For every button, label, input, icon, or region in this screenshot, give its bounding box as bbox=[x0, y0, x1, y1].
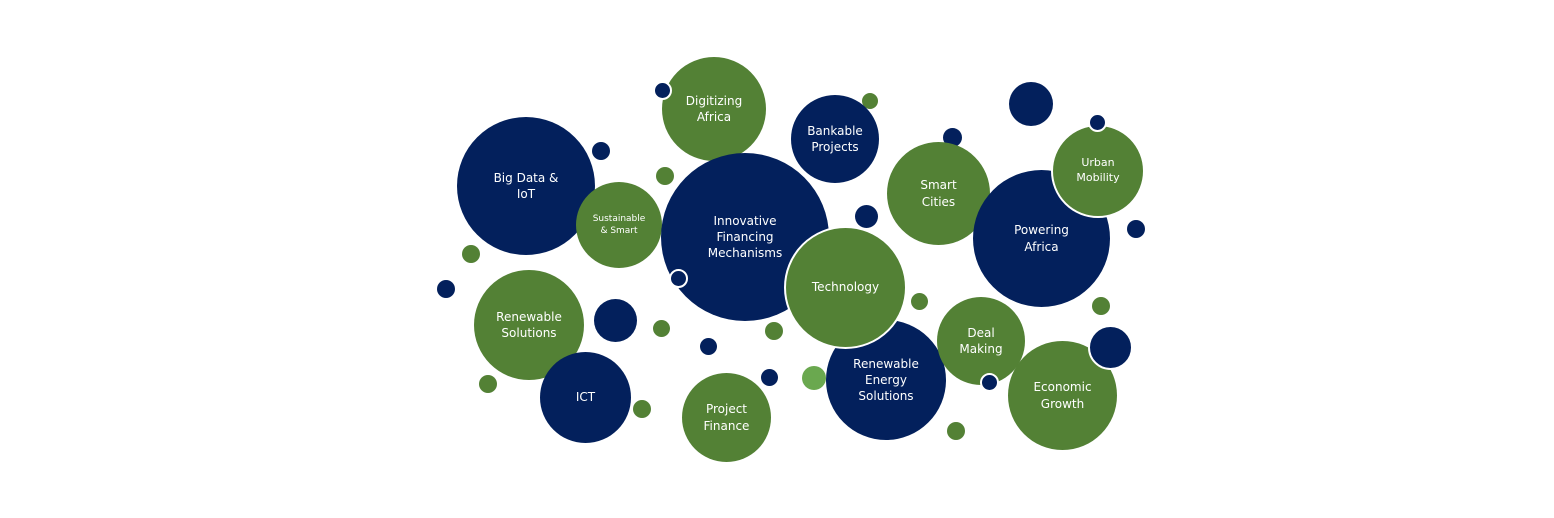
decorative-dot bbox=[765, 322, 783, 340]
decorative-dot bbox=[1088, 113, 1107, 132]
decorative-dot bbox=[479, 375, 497, 393]
decorative-dot bbox=[947, 422, 965, 440]
topic-bubble-technology: Technology bbox=[784, 226, 907, 349]
decorative-dot bbox=[911, 293, 928, 310]
topic-label: Digitizing Africa bbox=[685, 93, 743, 124]
topic-bubble-ict: ICT bbox=[540, 352, 631, 443]
decorative-dot bbox=[1127, 220, 1145, 238]
topic-bubble-urban-mobility: Urban Mobility bbox=[1051, 124, 1145, 218]
topic-bubble-big-data-iot: Big Data & IoT bbox=[457, 117, 595, 255]
topic-bubble-sustainable-smart: Sustainable & Smart bbox=[576, 182, 662, 268]
decorative-dot bbox=[462, 245, 480, 263]
topic-label: Urban Mobility bbox=[1076, 156, 1120, 184]
topic-label: ICT bbox=[575, 390, 596, 405]
decorative-dot bbox=[700, 338, 717, 355]
decorative-dot bbox=[1009, 82, 1053, 126]
decorative-dot bbox=[653, 81, 672, 100]
decorative-dot bbox=[656, 167, 674, 185]
topic-label: Smart Cities bbox=[920, 178, 957, 209]
decorative-dot bbox=[761, 369, 778, 386]
decorative-dot bbox=[633, 400, 651, 418]
topic-bubble-project-finance: Project Finance bbox=[682, 373, 771, 462]
topic-label: Big Data & IoT bbox=[493, 170, 559, 201]
topic-bubble-smart-cities: Smart Cities bbox=[887, 142, 990, 245]
topic-label: Economic Growth bbox=[1033, 380, 1092, 411]
topic-bubble-digitizing-africa: Digitizing Africa bbox=[662, 57, 766, 161]
decorative-dot bbox=[802, 366, 826, 390]
decorative-dot bbox=[980, 373, 999, 392]
topic-bubble-deal-making: Deal Making bbox=[937, 297, 1025, 385]
topic-label: Deal Making bbox=[959, 325, 1003, 356]
decorative-dot bbox=[1088, 325, 1133, 370]
topic-label: Powering Africa bbox=[1014, 223, 1069, 254]
topic-label: Technology bbox=[811, 280, 880, 295]
decorative-dot bbox=[594, 299, 637, 342]
decorative-dot bbox=[862, 93, 878, 109]
decorative-dot bbox=[669, 269, 688, 288]
decorative-dot bbox=[437, 280, 455, 298]
topic-label: Sustainable & Smart bbox=[592, 213, 646, 236]
decorative-dot bbox=[1092, 297, 1110, 315]
decorative-dot bbox=[653, 320, 670, 337]
decorative-dot bbox=[855, 205, 878, 228]
topic-label: Renewable Solutions bbox=[496, 309, 562, 340]
topic-bubble-bankable-projects: Bankable Projects bbox=[791, 95, 879, 183]
topic-label: Project Finance bbox=[703, 402, 750, 433]
decorative-dot bbox=[592, 142, 610, 160]
topic-label: Renewable Energy Solutions bbox=[853, 356, 919, 404]
topic-label: Innovative Financing Mechanisms bbox=[707, 213, 783, 261]
topic-label: Bankable Projects bbox=[807, 123, 863, 154]
